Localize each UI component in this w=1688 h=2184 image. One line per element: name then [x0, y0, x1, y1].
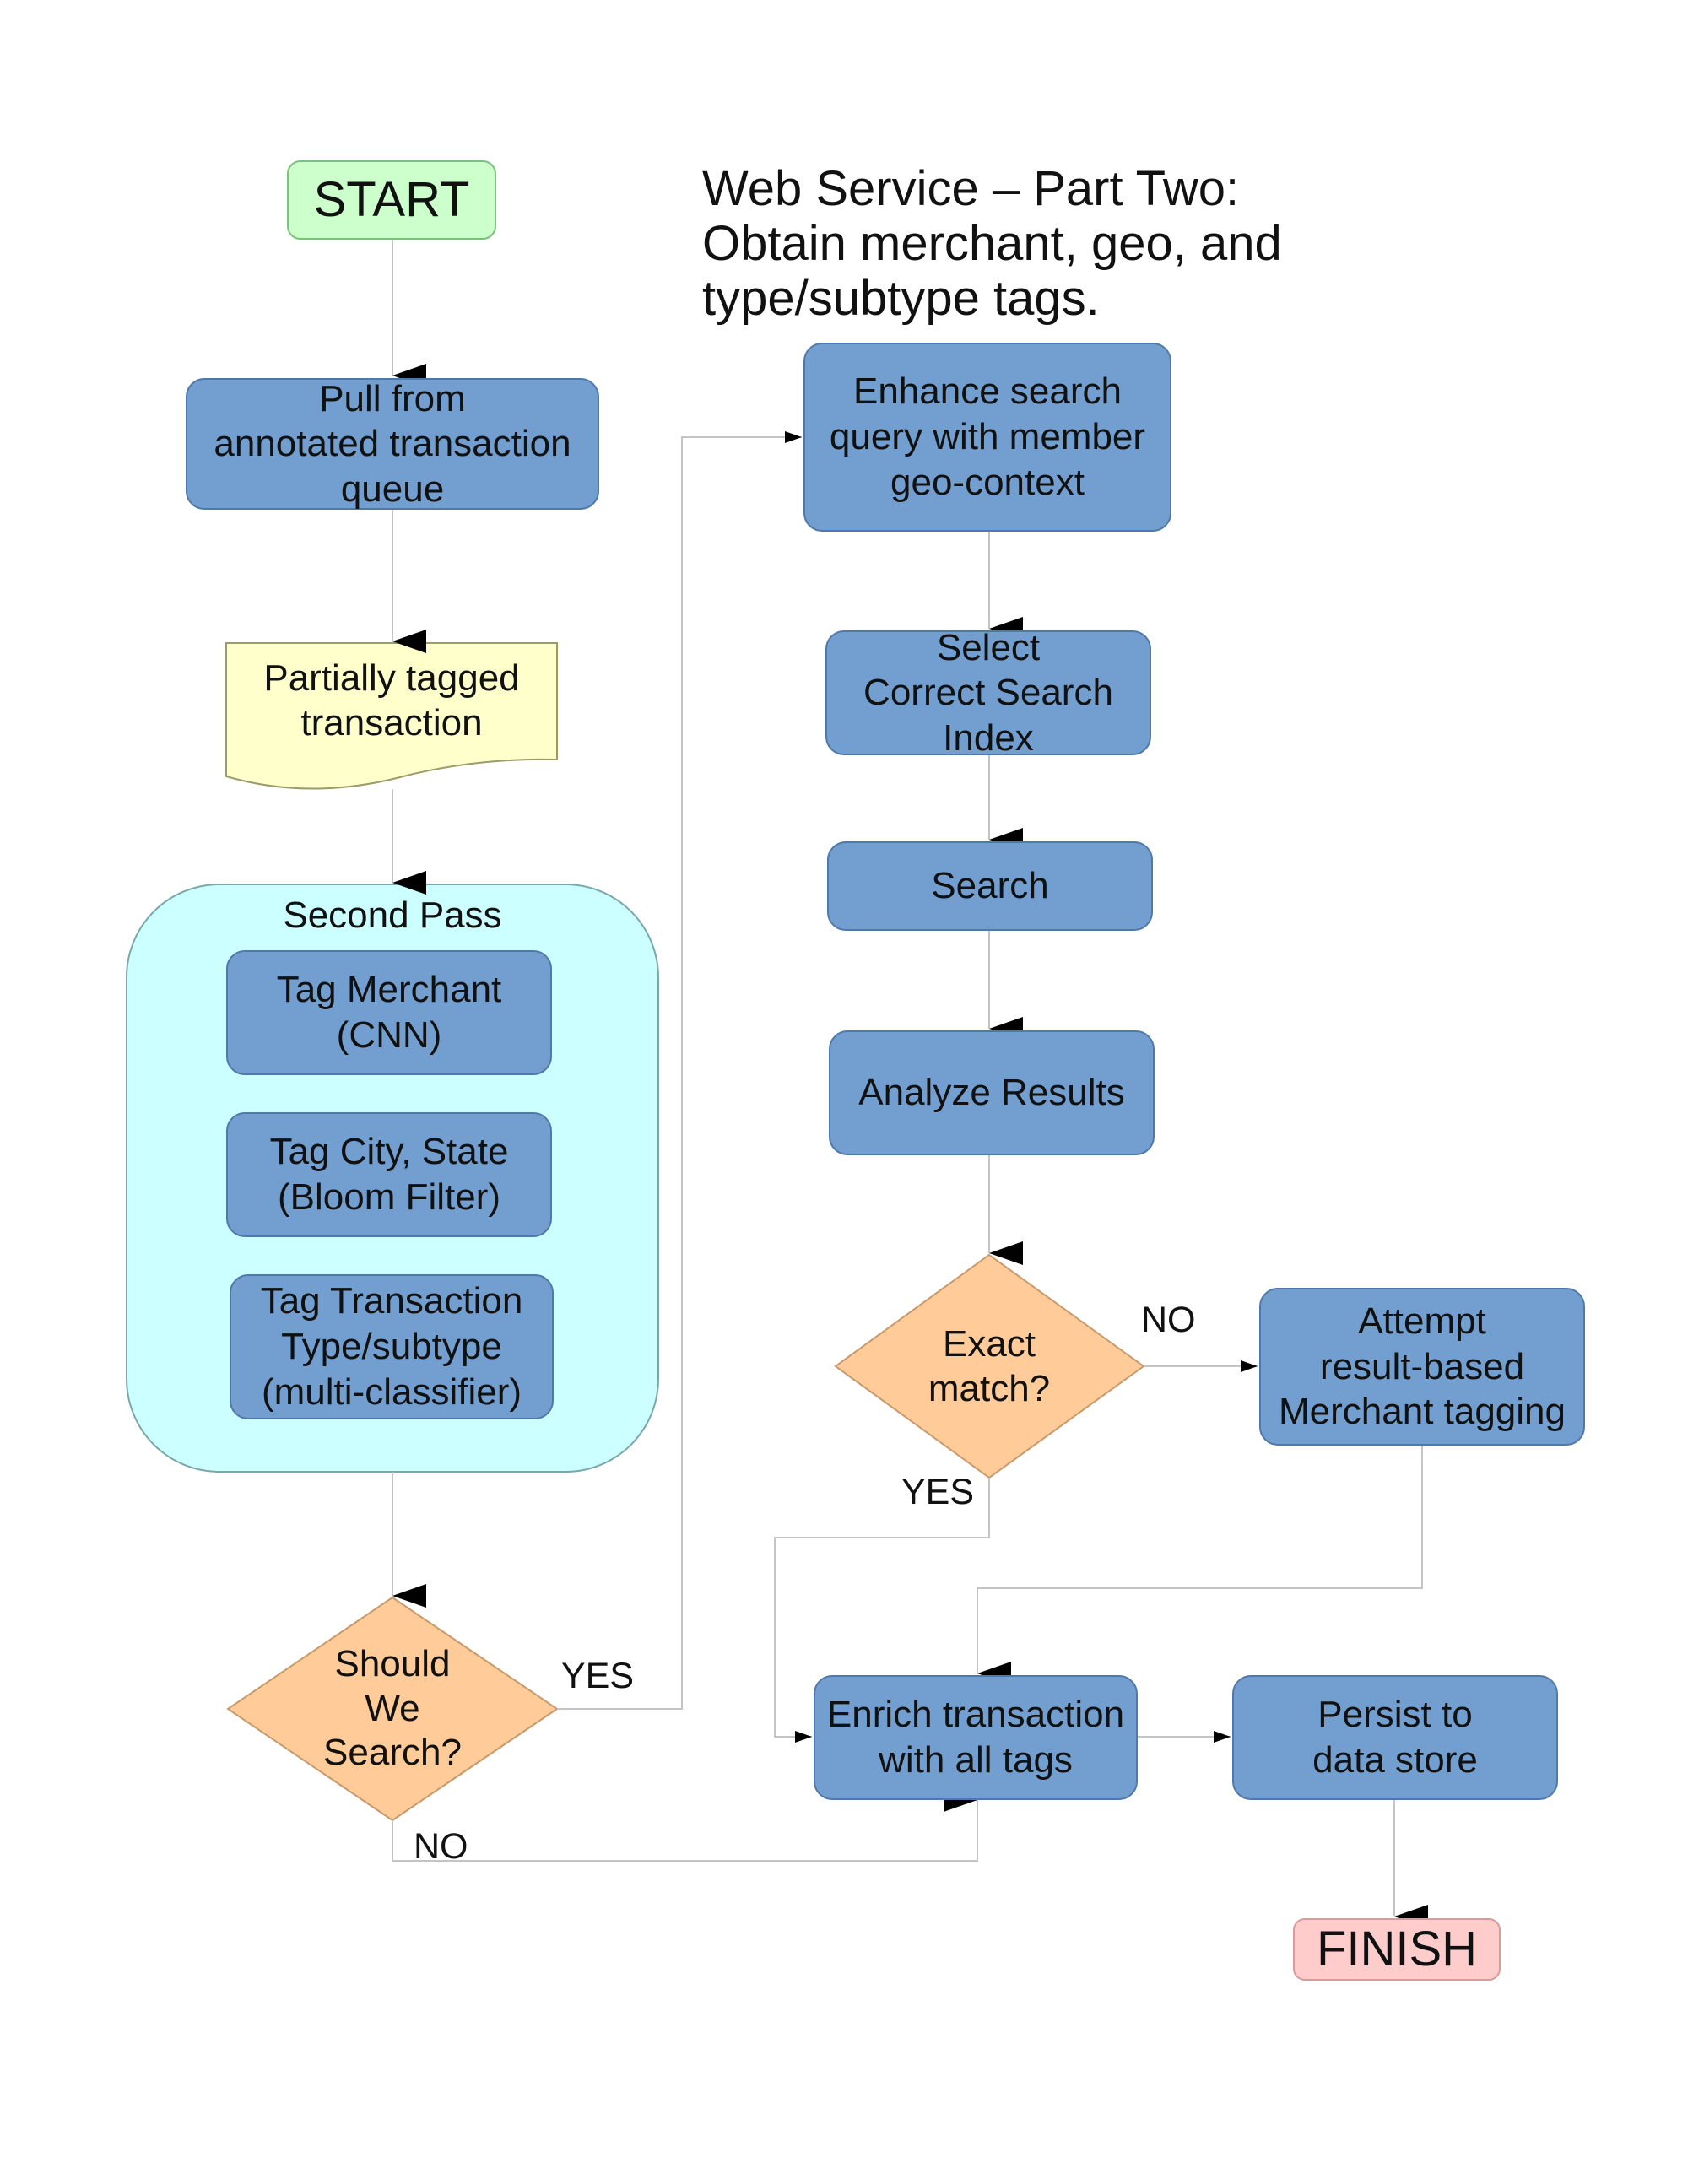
should-no-label: NO	[414, 1826, 468, 1867]
title-line: Obtain merchant, geo, and	[702, 215, 1282, 271]
tag-city-step: Tag City, State (Bloom Filter)	[226, 1112, 552, 1237]
tag-merchant-step: Tag Merchant (CNN)	[226, 950, 552, 1075]
select-index-step: Select Correct Search Index	[825, 627, 1151, 759]
enrich-label: Enrich transaction with all tags	[826, 1694, 1125, 1781]
select-index-label: Select Correct Search Index	[863, 626, 1113, 759]
edge-attempt-enrich	[977, 1446, 1423, 1685]
should-yes-label: YES	[561, 1656, 635, 1696]
tag-city-label: Tag City, State (Bloom Filter)	[269, 1131, 509, 1218]
pull-queue-label: Pull from annotated transaction queue	[214, 377, 571, 510]
tag-type-step: Tag Transaction Type/subtype (multi-clas…	[230, 1274, 554, 1419]
title-line: type/subtype tags.	[702, 270, 1100, 326]
start-node: START	[287, 160, 496, 240]
diagram-title: Web Service – Part Two: Obtain merchant,…	[702, 161, 1344, 327]
persist-label: Persist to data store	[1312, 1694, 1478, 1781]
edge-should-yes	[557, 431, 802, 1710]
enhance-query-label: Enhance search query with member geo-con…	[829, 370, 1146, 503]
search-step: Search	[827, 841, 1153, 931]
second-pass-title: Second Pass	[283, 895, 502, 936]
should-search-label: Should We Search?	[279, 1633, 506, 1785]
exact-match-label: Exact match?	[886, 1316, 1092, 1418]
partial-doc-label: Partially tagged transaction	[226, 651, 557, 751]
pull-queue-step: Pull from annotated transaction queue	[186, 378, 599, 510]
title-line: Web Service – Part Two:	[702, 161, 1240, 216]
partial-doc-text: Partially tagged transaction	[263, 657, 520, 743]
edge-should-no	[392, 1788, 978, 1862]
tag-type-label: Tag Transaction Type/subtype (multi-clas…	[260, 1280, 523, 1413]
tag-merchant-label: Tag Merchant (CNN)	[276, 969, 502, 1056]
enhance-query-step: Enhance search query with member geo-con…	[803, 343, 1171, 532]
exact-yes-label: YES	[901, 1472, 975, 1512]
exact-match-text: Exact match?	[928, 1323, 1051, 1409]
persist-step: Persist to data store	[1232, 1675, 1558, 1800]
analyze-step: Analyze Results	[829, 1030, 1155, 1155]
exact-no-label: NO	[1141, 1300, 1196, 1340]
should-search-text: Should We Search?	[323, 1642, 462, 1774]
attempt-tagging-label: Attempt result-based Merchant tagging	[1279, 1300, 1566, 1433]
edge-exact-yes	[774, 1478, 990, 1743]
finish-node: FINISH	[1293, 1918, 1501, 1981]
attempt-tagging-step: Attempt result-based Merchant tagging	[1259, 1288, 1585, 1446]
enrich-step: Enrich transaction with all tags	[814, 1675, 1138, 1800]
partial-doc-shape	[225, 642, 558, 790]
